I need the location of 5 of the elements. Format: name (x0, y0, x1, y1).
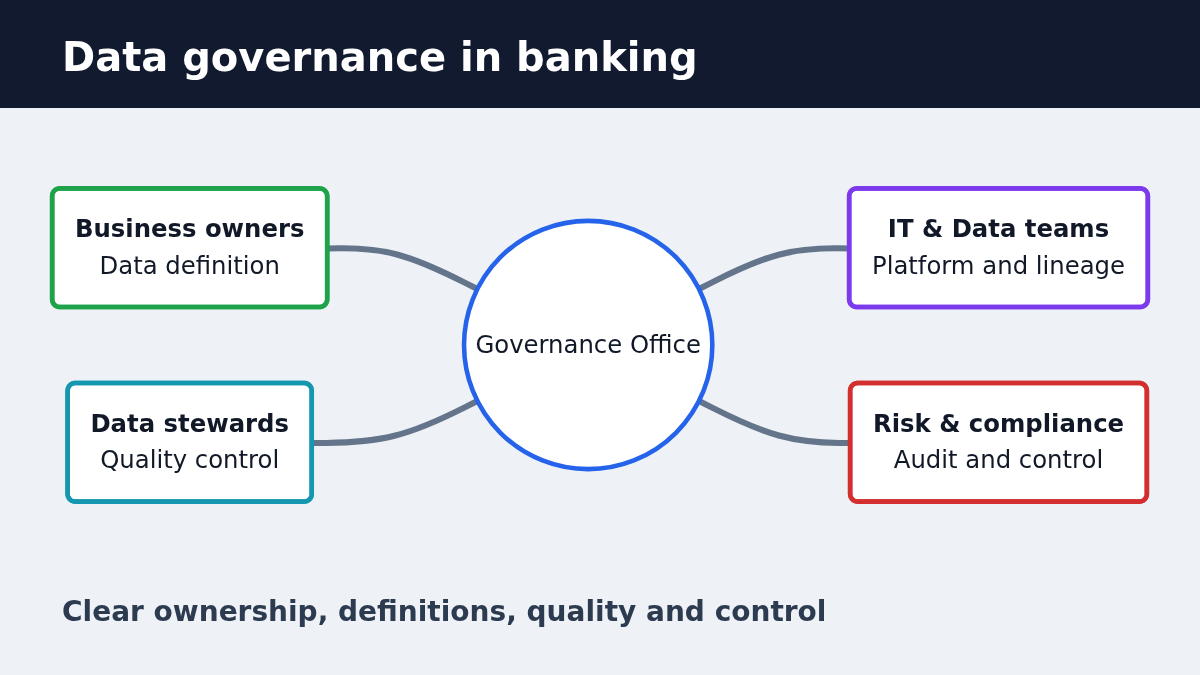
title: Data governance in banking (62, 34, 698, 80)
caption: Clear ownership, definitions, quality and control (62, 595, 827, 628)
connector (312, 398, 479, 447)
connector (327, 245, 479, 292)
node-circle: Governance Office (461, 218, 715, 472)
